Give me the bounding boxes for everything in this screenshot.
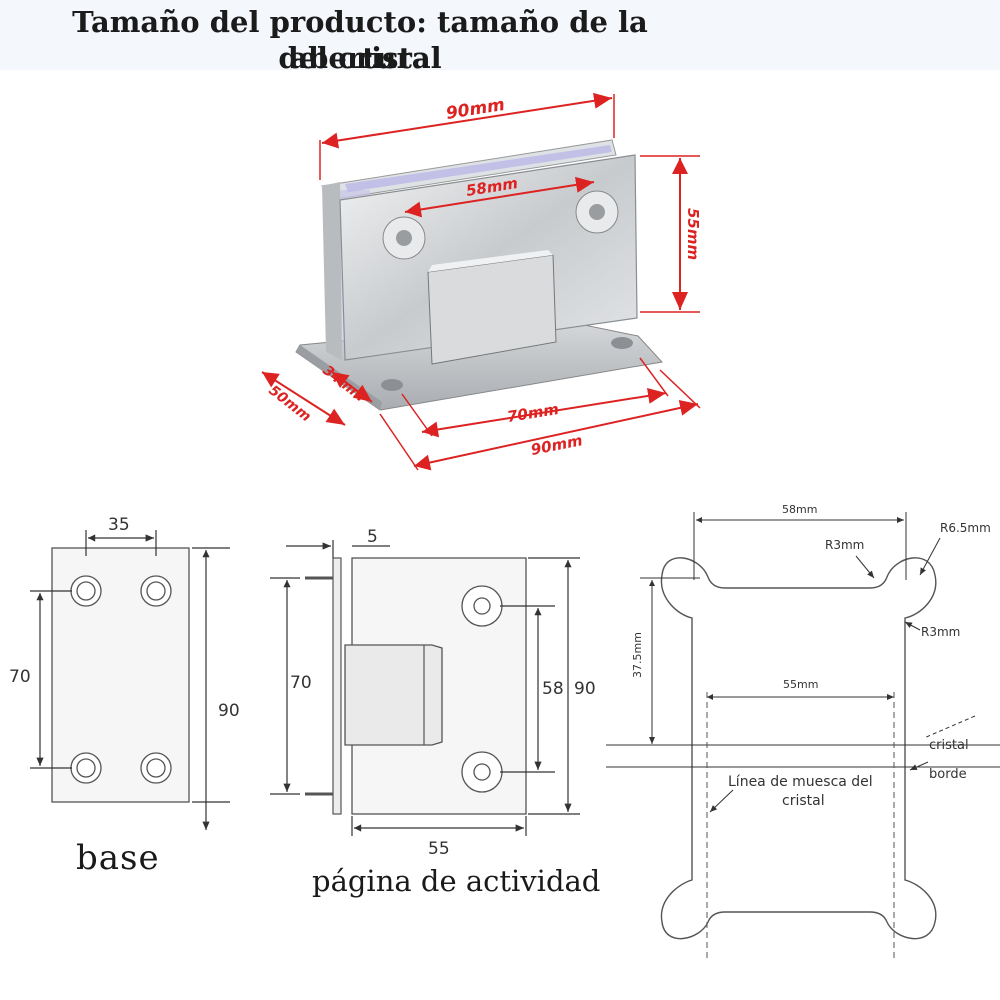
caption-base: base bbox=[76, 838, 160, 878]
caption-active-leaf: página de actividad bbox=[312, 864, 601, 898]
cutout-dim-375: 37.5mm bbox=[631, 632, 644, 678]
base-drawing: 35 70 90 bbox=[9, 515, 240, 830]
cutout-outline bbox=[660, 557, 937, 940]
cutout-label-borde: borde bbox=[929, 767, 967, 782]
active-dim-70: 70 bbox=[290, 673, 312, 693]
base-dim-70: 70 bbox=[9, 667, 31, 687]
photo-base-70-label: 70mm bbox=[506, 400, 560, 426]
cutout-notch-line-1: Línea de muesca del bbox=[728, 774, 873, 790]
cutout-label-cristal: cristal bbox=[929, 738, 969, 753]
photo-height-label: 55mm bbox=[684, 208, 702, 260]
hinge-side bbox=[322, 182, 342, 360]
photo-dimensions bbox=[261, 92, 701, 471]
active-dim-90: 90 bbox=[574, 679, 596, 699]
cutout-r65: R6.5mm bbox=[940, 521, 991, 535]
cutout-dim-55: 55mm bbox=[783, 678, 818, 691]
cutout-notch-line-2: cristal bbox=[782, 793, 825, 809]
base-hole-right bbox=[611, 337, 633, 349]
photo-base-90-label: 90mm bbox=[529, 431, 584, 459]
page-title: Tamaño del producto: tamaño de la abertu… bbox=[72, 5, 648, 75]
base-dim-35: 35 bbox=[108, 515, 130, 535]
cutout-drawing: 58mm R6.5mm R3mm R3mm 37.5mm 55mm crista… bbox=[606, 503, 1000, 960]
title-band bbox=[0, 0, 1000, 70]
cutout-r3-top: R3mm bbox=[825, 538, 864, 552]
cutout-r3-side: R3mm bbox=[921, 625, 960, 639]
active-glass-line bbox=[332, 557, 342, 815]
page-title-line-2: del cristal bbox=[278, 41, 442, 75]
active-dim-55: 55 bbox=[428, 839, 450, 859]
base-dim-90: 90 bbox=[218, 701, 240, 721]
active-dim-58: 58 bbox=[542, 679, 564, 699]
active-leaf-block bbox=[344, 644, 443, 746]
active-leaf-drawing: 5 70 58 90 55 bbox=[270, 527, 596, 859]
cutout-dim-58: 58mm bbox=[782, 503, 817, 516]
base-hole-left bbox=[381, 379, 403, 391]
active-dim-5: 5 bbox=[367, 527, 378, 547]
